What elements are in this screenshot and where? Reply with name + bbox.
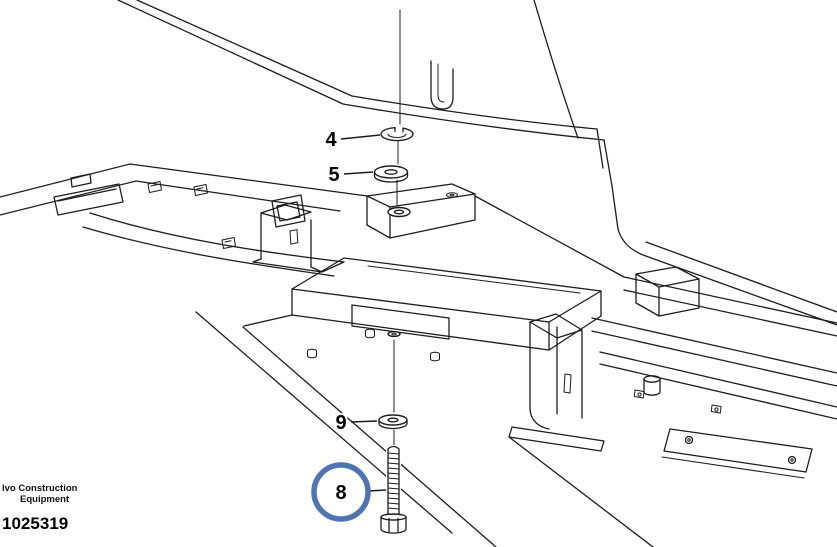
highlight-circle bbox=[311, 462, 371, 522]
rear-bracket bbox=[635, 266, 700, 317]
screw-hole bbox=[684, 435, 694, 445]
brand-line-2: Equipment bbox=[20, 494, 70, 505]
cable-clip bbox=[147, 181, 162, 193]
central-subframe bbox=[291, 257, 602, 362]
part-washer-9 bbox=[378, 414, 408, 430]
part-flat-washer-5 bbox=[373, 165, 409, 183]
leader-line-9 bbox=[350, 420, 378, 423]
left-tower-bracket bbox=[252, 194, 345, 273]
bolt-head bbox=[380, 516, 407, 534]
small-bolt bbox=[430, 351, 440, 362]
standoff-boss bbox=[643, 375, 661, 396]
callout-5[interactable]: 5 bbox=[326, 162, 374, 188]
bolt-hole bbox=[393, 209, 405, 215]
right-rails bbox=[591, 266, 837, 420]
callout-9[interactable]: 9 bbox=[333, 410, 378, 436]
callout-4[interactable]: 4 bbox=[323, 127, 381, 153]
leader-line-4 bbox=[340, 134, 381, 140]
screw-hole bbox=[787, 455, 797, 465]
hood-panel bbox=[117, 0, 837, 326]
callout-number-4[interactable]: 4 bbox=[323, 127, 339, 153]
leader-line-5 bbox=[343, 171, 374, 175]
left-clamp-bracket bbox=[53, 173, 124, 216]
top-mount-block bbox=[366, 183, 476, 239]
rail-nut bbox=[633, 389, 645, 399]
callout-number-9[interactable]: 9 bbox=[333, 410, 348, 436]
bottom-plate bbox=[661, 428, 813, 479]
bolt-boss bbox=[387, 206, 411, 218]
rail-nut bbox=[710, 404, 722, 414]
footer: lvo Construction Equipment 1025319 bbox=[2, 483, 78, 533]
leader-line-8 bbox=[367, 489, 387, 492]
bolt-threads bbox=[387, 452, 400, 510]
part-bolt-8 bbox=[380, 445, 407, 534]
callout-number-5[interactable]: 5 bbox=[326, 162, 341, 188]
hood-hook-tab bbox=[430, 60, 454, 110]
bolt-axis-lines bbox=[393, 9, 401, 447]
cable-clip bbox=[221, 237, 236, 249]
part-spring-washer-4 bbox=[380, 127, 414, 142]
lower-bolt-hole bbox=[387, 330, 401, 338]
part-number: 1025319 bbox=[2, 514, 68, 533]
subframe-cutout bbox=[351, 304, 450, 340]
callout-number-8[interactable]: 8 bbox=[333, 480, 348, 506]
callout-8-highlighted[interactable]: 8 bbox=[311, 462, 387, 522]
small-bolt bbox=[307, 348, 317, 359]
cable-clip bbox=[193, 184, 208, 196]
brand-line-1: lvo Construction bbox=[2, 483, 78, 494]
small-bolt bbox=[365, 328, 375, 339]
right-tower-bracket bbox=[508, 313, 605, 452]
chassis-frame bbox=[0, 163, 837, 547]
